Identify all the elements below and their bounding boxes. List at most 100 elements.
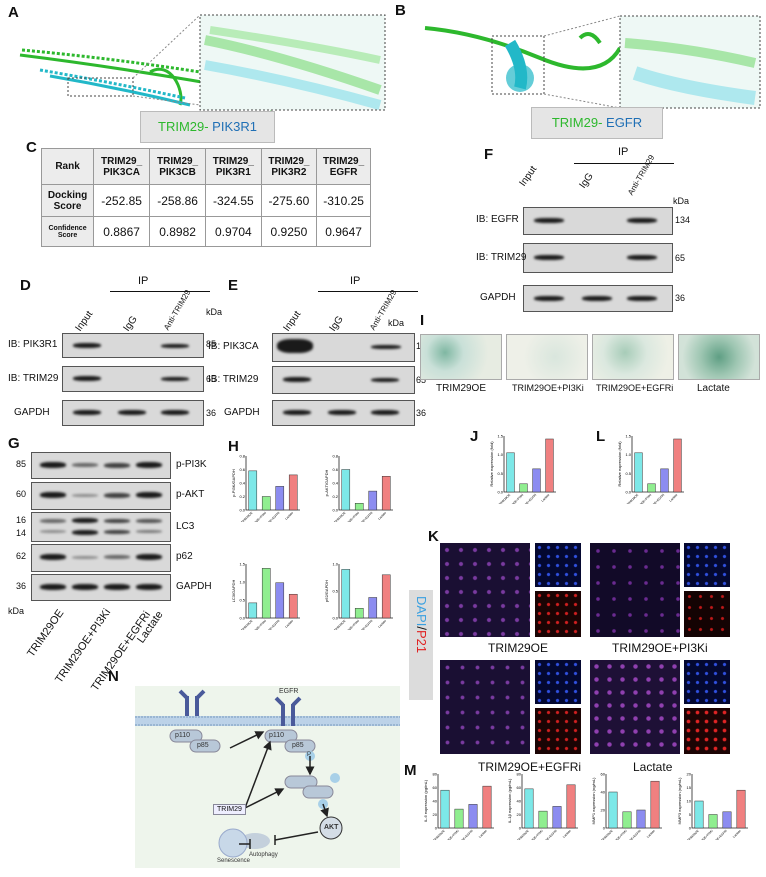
- chart-tick-label: 1.0: [332, 562, 338, 567]
- docking-header-pik3ca: TRIM29_ PIK3CA: [93, 148, 151, 185]
- caption-b-egfr: EGFR: [602, 115, 643, 130]
- row-label-e: GAPDH: [224, 407, 260, 418]
- docking-cell: -310.25: [316, 184, 371, 217]
- mw-label-d: 65: [206, 374, 217, 384]
- if-dapi-image: [684, 660, 730, 704]
- blot-e-gapdh: [272, 400, 415, 426]
- chart-tick-label: 10: [687, 799, 692, 804]
- sa-beta-gal-image: [592, 334, 674, 380]
- blot-e-trim29: [272, 366, 415, 394]
- stain-legend: DAPI/P21: [409, 590, 433, 700]
- chart-tick-label: 0.8: [239, 454, 245, 459]
- blot-f-gapdh: [523, 285, 673, 312]
- confidence-cell: 0.8982: [149, 216, 207, 247]
- docking-cell: -258.86: [149, 184, 207, 217]
- chart-tick-label: 1.5: [497, 434, 503, 439]
- chart-tick-label: 40: [601, 790, 606, 795]
- blot-g-gapdh: [31, 574, 171, 601]
- n-senescence: Senescence: [217, 858, 251, 864]
- lane-label-f: Input: [517, 164, 540, 189]
- blot-g-p62: [31, 544, 171, 572]
- chart-bar: [708, 814, 718, 829]
- n-p85: p85: [292, 742, 304, 749]
- ip-label-d: IP: [138, 275, 149, 287]
- if-merge-image: [590, 543, 680, 637]
- chart-svg: p-AKT/GAPDH0.00.20.40.60.8TRIM29OETRIM29…: [324, 454, 393, 532]
- chart-tick-label: 0.5: [239, 598, 245, 603]
- docking-header-pik3r1: TRIM29_ PIK3R1: [205, 148, 262, 185]
- if-merge-image: [440, 660, 530, 754]
- chart-category-label: TRIM29OE: [516, 829, 529, 840]
- kda-label-g: kDa: [8, 606, 25, 616]
- mw-label-e: 65: [416, 375, 427, 385]
- row-label-e: IB: PIK3CA: [208, 341, 259, 352]
- chart-bar: [288, 593, 298, 619]
- chart-bar: [381, 574, 391, 619]
- chart-bar: [368, 490, 378, 511]
- chart-svg: p-PI3K/GAPDH0.00.20.40.60.8TRIM29OETRIM2…: [231, 454, 300, 532]
- chart-tick-label: 0.2: [332, 494, 338, 499]
- if-dapi-image: [535, 660, 581, 704]
- ip-label-e: IP: [350, 275, 361, 287]
- chart-bar: [608, 791, 618, 829]
- docking-header-pik3r2: TRIM29_ PIK3R2: [260, 148, 318, 185]
- row-label-g: p-PI3K: [176, 459, 207, 470]
- blot-d-trim29: [62, 366, 204, 392]
- blot-d-pik3r1: [62, 333, 204, 358]
- chart-bar: [248, 602, 258, 619]
- panel-label-i: I: [420, 312, 425, 329]
- chart-category-label: Lactate: [478, 829, 488, 839]
- lane-label-d: Input: [73, 309, 96, 334]
- chart-tick-label: 0.0: [239, 508, 245, 513]
- mw-label-g: 16: [16, 515, 27, 525]
- confidence-row-label: Confidence Score: [40, 216, 95, 247]
- chart-tick-label: 1.0: [625, 452, 631, 457]
- pathway-svg: [135, 689, 400, 858]
- lane-label-e: IgG: [327, 314, 346, 334]
- sa-beta-gal-image: [506, 334, 588, 380]
- chart-bar: [673, 438, 682, 493]
- chart-tick-label: 0.8: [332, 454, 338, 459]
- panel-label-e: E: [228, 277, 239, 294]
- confidence-cell: 0.9647: [316, 216, 371, 247]
- chart-bar: [440, 789, 450, 829]
- chart-category-label: Lactate: [540, 493, 550, 503]
- panel-label-f: F: [484, 146, 494, 163]
- caption-a-trim29: TRIM29-: [158, 119, 209, 134]
- chart-bar: [622, 811, 632, 829]
- chart-tick-label: 0.0: [497, 490, 503, 495]
- docking-cell: -324.55: [205, 184, 262, 217]
- row-label-f: GAPDH: [480, 292, 516, 303]
- blot-e-pik3ca: [272, 333, 415, 362]
- chart-ylabel: Relative expression (fold): [490, 441, 494, 487]
- chart-ylabel: p-PI3K/GAPDH: [232, 469, 236, 497]
- chart-ylabel: IL-1β expression (pg/mL): [508, 778, 512, 823]
- p21-label: P21: [414, 629, 429, 654]
- chart-category-label: Lactate: [377, 511, 387, 521]
- caption-k: TRIM29OE+PI3Ki: [612, 641, 708, 655]
- chart-tick-label: 0.0: [625, 490, 631, 495]
- chart-bar: [736, 789, 746, 829]
- chart-tick-label: 20: [601, 808, 606, 813]
- chart-tick-label: 40: [517, 799, 522, 804]
- chart-bar: [636, 809, 646, 829]
- row-label-e: IB: TRIM29: [208, 374, 259, 385]
- n-p85: p85: [197, 742, 209, 749]
- chart-category-label: TRIM29OE: [626, 493, 639, 504]
- docking-table: Rank TRIM29_ PIK3CA TRIM29_ PIK3CB TRIM2…: [40, 148, 371, 247]
- row-label-d: IB: PIK3R1: [8, 339, 58, 350]
- row-label-g: GAPDH: [176, 581, 212, 592]
- chart-tick-label: 0.0: [239, 616, 245, 621]
- blot-g-lc3: [31, 512, 171, 542]
- chart-bar: [519, 483, 528, 493]
- chart-bar: [566, 784, 576, 829]
- ip-bracket-e: [318, 291, 418, 292]
- mw-label-g: 62: [16, 551, 27, 561]
- n-trim29: TRIM29: [213, 804, 246, 815]
- blot-d-gapdh: [62, 400, 204, 426]
- chart-bar: [524, 788, 534, 829]
- chart-category-label: Lactate: [668, 493, 678, 503]
- if-p21-image: [535, 708, 581, 754]
- panel-label-a: A: [8, 4, 19, 21]
